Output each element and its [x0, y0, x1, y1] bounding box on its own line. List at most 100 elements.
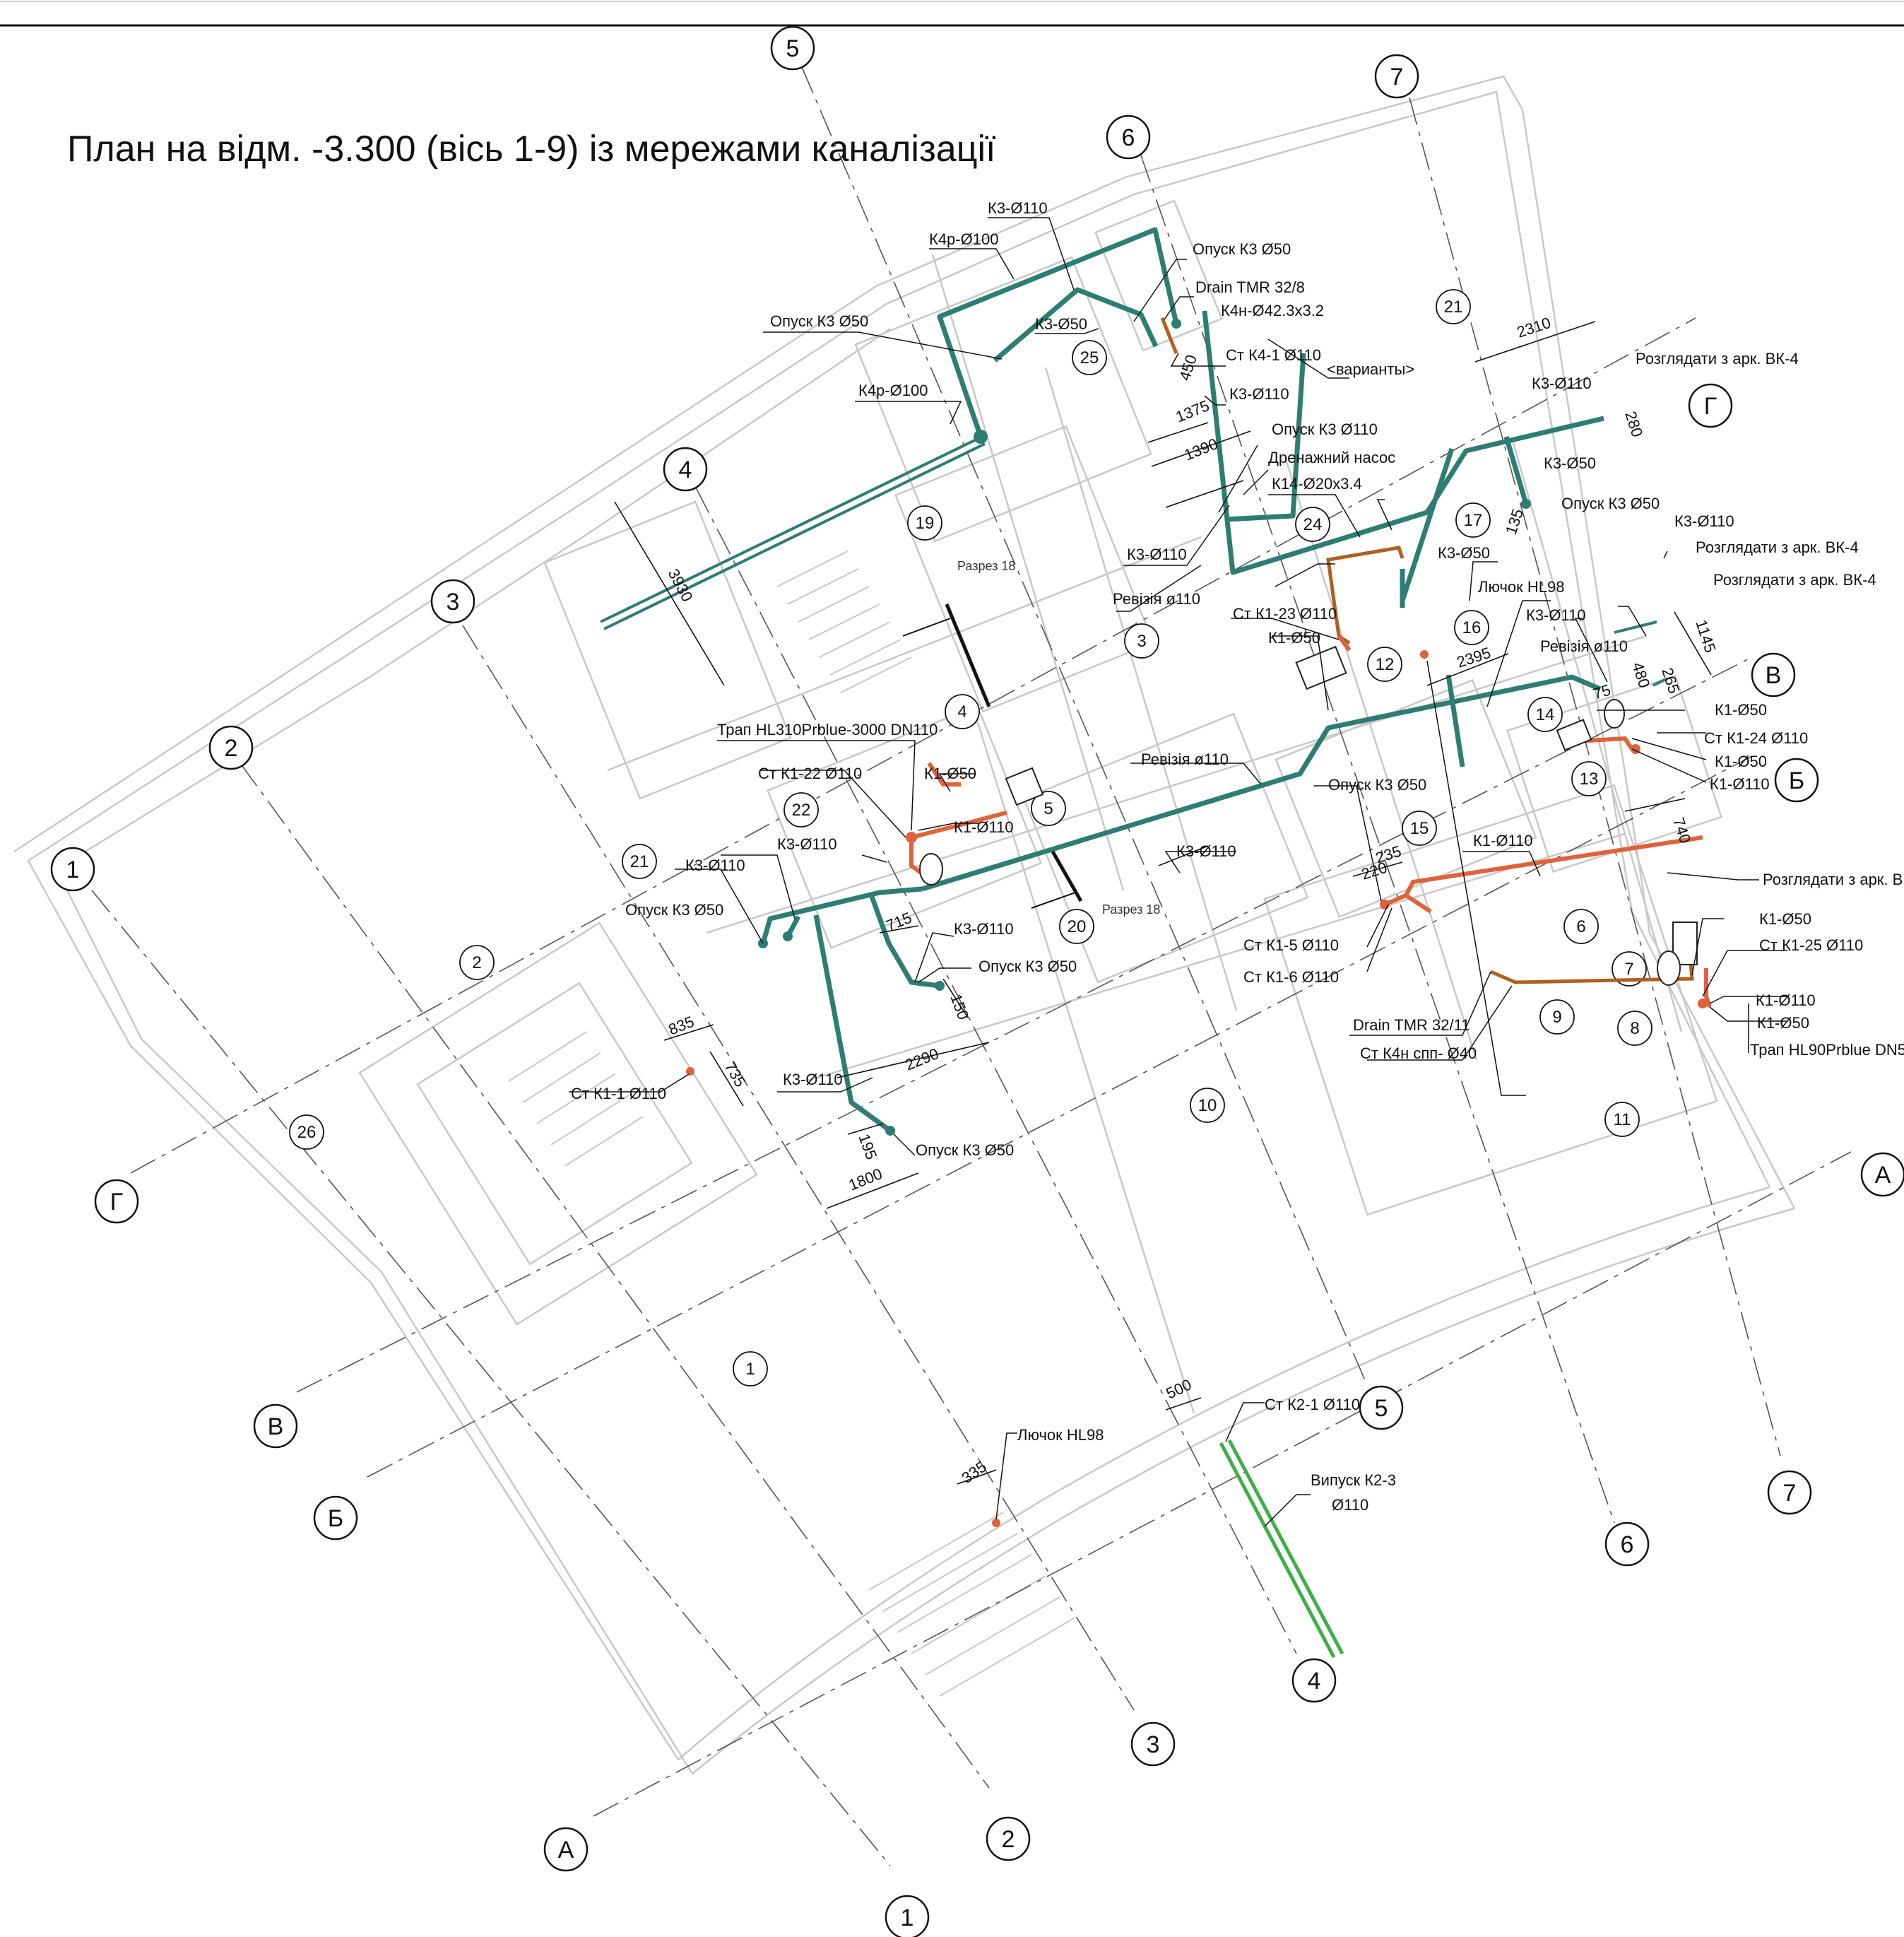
callout-label: К1-Ø110	[1710, 775, 1770, 793]
callout-label: К3-Ø110	[1526, 606, 1586, 624]
axis-label: В	[268, 1413, 284, 1440]
room-number: 20	[1068, 917, 1087, 936]
callout-label: Опуск К3 Ø50	[625, 901, 723, 919]
axis-label: Г	[1704, 393, 1717, 420]
callout-label: К4н-Ø42.3х3.2	[1221, 302, 1324, 319]
callout-label: К3-Ø110	[954, 920, 1014, 938]
callout-label: Ø110	[1332, 1496, 1368, 1514]
room-number: 16	[1462, 618, 1482, 637]
axis-label: Б	[1789, 767, 1804, 794]
room-number: 19	[916, 514, 935, 533]
callout-label: Ст К4н спп- Ø40	[1360, 1044, 1477, 1062]
room-markers	[289, 289, 1652, 1386]
room-number: 25	[1080, 348, 1099, 367]
axis-label: 3	[447, 589, 460, 616]
callout-label: К3-Ø110	[1674, 512, 1734, 530]
drawing-title: План на відм. -3.300 (вісь 1-9) із мереж…	[67, 129, 996, 170]
dimension-lines	[614, 321, 1712, 1485]
callout-label: К3-Ø110	[783, 1071, 843, 1088]
callout-label: Опуск К3 Ø50	[770, 312, 868, 330]
callout-label: Випуск К2-3	[1311, 1471, 1396, 1489]
callout-label: Ревізія ø110	[1540, 637, 1628, 655]
dimension-value: 2310	[1515, 314, 1553, 341]
room-number: 21	[630, 852, 649, 871]
callout-label: Дренажний насос	[1268, 449, 1395, 466]
room-number: 26	[297, 1123, 317, 1142]
axis-label: 7	[1390, 64, 1404, 90]
callout-label: Ст К1-22 Ø110	[758, 765, 862, 782]
dimension-value: 715	[884, 909, 914, 935]
k1-fittings	[686, 650, 1708, 1527]
callout-label: К3-Ø110	[1229, 385, 1289, 403]
room-number: 10	[1198, 1096, 1217, 1115]
grid-axis-markers	[50, 25, 1904, 1937]
callout-label: К3-Ø110	[1127, 546, 1187, 563]
dimension-value: 195	[855, 1131, 880, 1162]
axis-label: 5	[786, 35, 800, 62]
room-number: 11	[1614, 1110, 1631, 1129]
pipe-callouts: К3-Ø110 К4р-Ø100 Опуск К3 Ø50 Drain TMR …	[571, 199, 1904, 1514]
dimension-value: 1375	[1173, 396, 1212, 426]
callout-label: К1-Ø50	[924, 765, 976, 782]
callout-label: К3-Ø50	[1035, 315, 1087, 333]
dimension-value: 265	[1658, 666, 1683, 696]
room-number: 7	[1624, 960, 1633, 979]
callout-label: Розглядати з арк. ВК-4	[1713, 571, 1876, 589]
room-number: 8	[1630, 1019, 1639, 1038]
callout-label: Ст К4-1 Ø110	[1226, 346, 1321, 364]
callout-label: <варианты>	[1327, 360, 1414, 378]
room-number: 21	[1444, 298, 1463, 317]
callout-label: Розглядати з арк. ВК-4	[1636, 350, 1799, 367]
axis-label: 4	[679, 457, 692, 483]
axis-label: 1	[66, 856, 80, 883]
callout-label: К4р-Ø100	[858, 382, 928, 399]
callout-label: Ст К1-25 Ø110	[1759, 936, 1863, 954]
callout-label: Ст К2-1 Ø110	[1265, 1396, 1360, 1413]
dimension-values: 2310 280 450 1375 1390 3930 135 2395 114…	[665, 314, 1720, 1487]
plumbing-fixtures	[919, 645, 1698, 986]
callout-label: Drain TMR 32/8	[1195, 278, 1305, 296]
callout-label: К1-Ø50	[1759, 910, 1811, 928]
room-number: 15	[1410, 819, 1429, 838]
callout-label: К3-Ø110	[777, 835, 837, 853]
callout-label: К3-Ø110	[1176, 842, 1236, 860]
callout-label: К1-Ø110	[1473, 832, 1533, 849]
callout-label: Drain TMR 32/11	[1353, 1016, 1470, 1034]
room-number: 6	[1576, 917, 1585, 936]
dimension-value: 1800	[846, 1165, 885, 1194]
callout-label: Трап HL90Prblue DN50	[1750, 1041, 1904, 1059]
callout-label: Ревізія ø110	[1113, 590, 1200, 608]
callout-label: Ст К1-1 Ø110	[571, 1085, 666, 1102]
callout-label: Лючок HL98	[1478, 578, 1564, 596]
callout-label: Ст К1-6 Ø110	[1243, 968, 1339, 986]
section-cut-markers	[902, 604, 1083, 909]
section-label: Разрез 18	[957, 559, 1015, 573]
callout-label: К1-Ø110	[1756, 991, 1816, 1009]
axis-label: А	[1875, 1162, 1891, 1189]
callout-label: К3-Ø110	[988, 199, 1048, 217]
dimension-value: 835	[666, 1013, 697, 1039]
dimension-value: 480	[1628, 660, 1653, 690]
k4r-outlet-pipe	[600, 316, 1668, 687]
callout-label: К4р-Ø100	[929, 230, 998, 248]
room-number: 9	[1552, 1008, 1561, 1027]
room-number: 22	[792, 801, 811, 820]
callout-label: Ст К1-24 Ø110	[1704, 729, 1808, 747]
callout-label: Ревізія ø110	[1141, 750, 1229, 768]
callout-label: Трап HL310Prblue-3000 DN110	[717, 721, 938, 738]
axis-label: 6	[1122, 124, 1135, 151]
room-labels: 21 25 19 24 17 3 12 16 4 14 13 22 5 15 2…	[297, 298, 1640, 1379]
axis-label: 4	[1308, 1668, 1321, 1695]
axis-label: 2	[225, 735, 238, 762]
room-number: 24	[1303, 515, 1323, 534]
callout-label: К1-Ø50	[1757, 1014, 1809, 1032]
room-number: 2	[472, 953, 481, 972]
grid-axis-lines	[91, 66, 1852, 1866]
callout-label: Опуск К3 Ø50	[1328, 776, 1426, 794]
axis-label: Г	[110, 1189, 123, 1215]
room-number: 4	[957, 702, 966, 722]
callout-label: Лючок HL98	[1017, 1426, 1104, 1444]
callout-leaders	[569, 217, 1787, 1527]
axis-label: 1	[901, 1904, 914, 1931]
callout-label: Розглядати з арк. ВК-4	[1763, 871, 1904, 888]
